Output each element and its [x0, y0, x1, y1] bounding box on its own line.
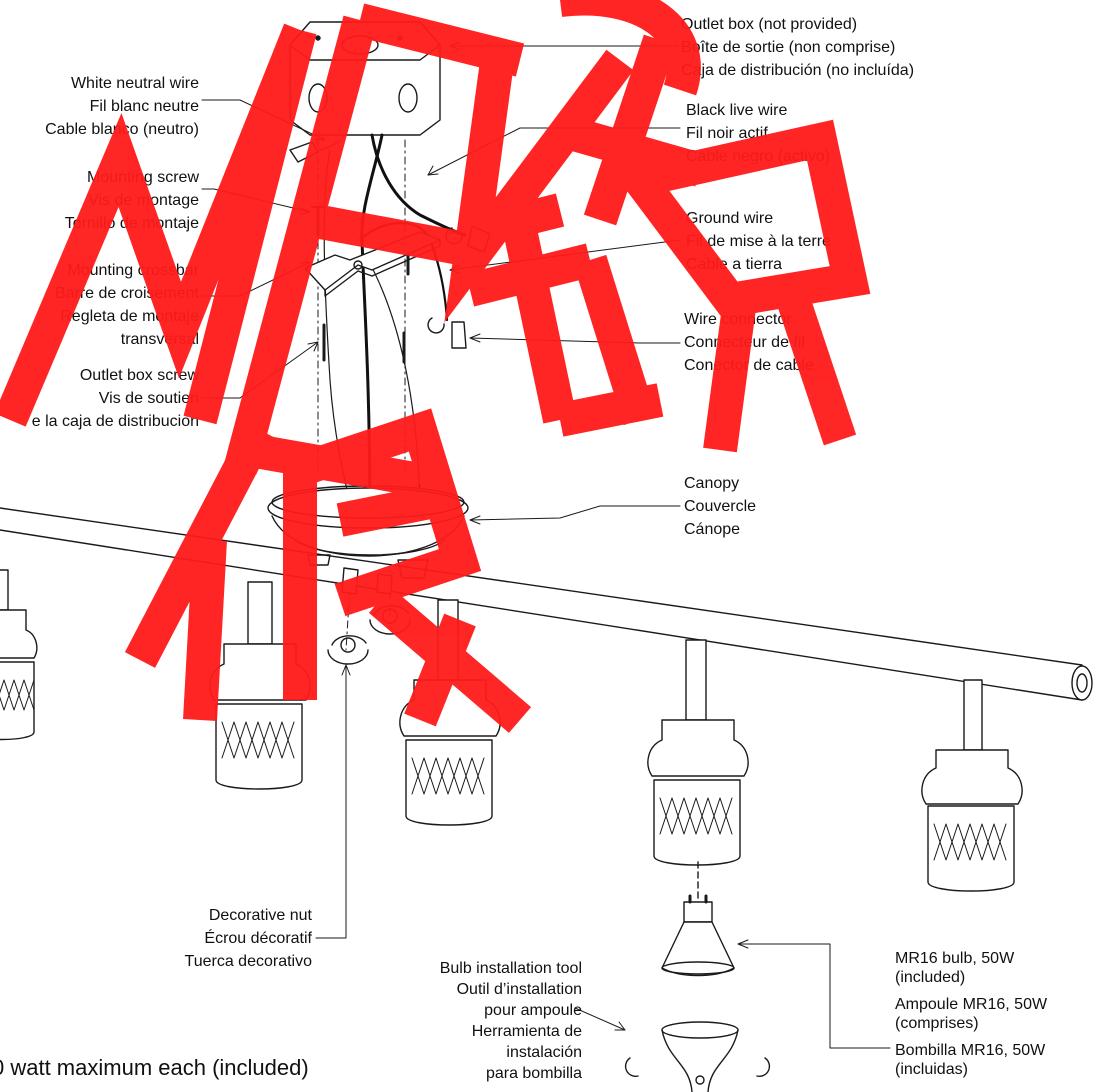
decorative-nuts — [327, 605, 411, 665]
mounting-crossbar — [304, 231, 441, 297]
mr16-bulb — [661, 861, 735, 977]
canopy — [267, 485, 469, 579]
wattage-note: 0 watt maximum each (included) — [0, 1055, 309, 1080]
spot-heads — [0, 569, 1023, 892]
mr16-bulb-label: MR16 bulb, 50W(included) Ampoule MR16, 5… — [895, 950, 1048, 1078]
track-bar — [0, 507, 1093, 701]
outlet-box — [289, 21, 441, 136]
outlet-box-label: Outlet box (not provided)Boîte de sortie… — [681, 16, 915, 79]
bulb-tool — [624, 1021, 771, 1092]
